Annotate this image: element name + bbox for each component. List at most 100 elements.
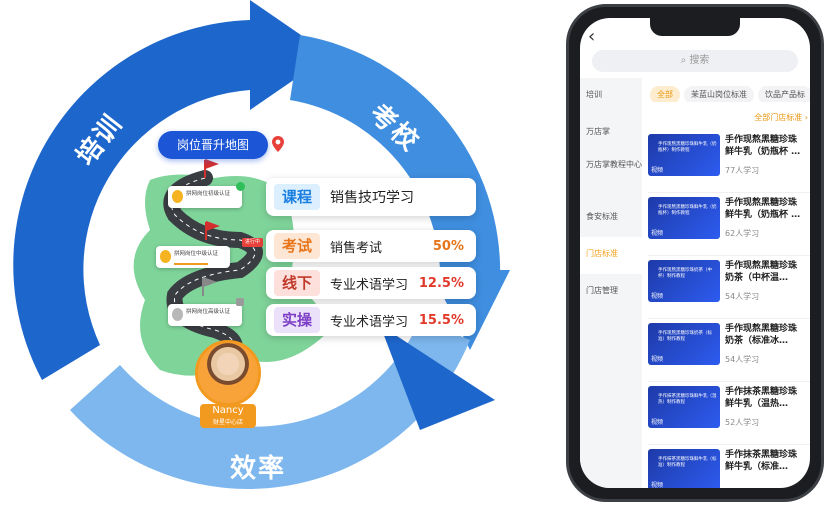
training-arc <box>13 20 250 380</box>
video-thumbnail: 手作现熬黑糖珍珠奶茶（中杯）制作教程视频 <box>648 260 720 302</box>
phone-screen: ‹ ⌕ 搜索 培训 万店掌 万店掌教程中心 食安标准 门店标准 门店管理 全部茉… <box>580 18 810 488</box>
course-title: 手作现熬黑糖珍珠奶茶（标准冰… <box>725 324 798 346</box>
efficiency-arrow-head <box>380 325 495 430</box>
user-name: Nancy <box>212 405 244 416</box>
chevron-left-icon[interactable]: ‹ <box>588 26 596 47</box>
sidebar-item-store-management[interactable]: 门店管理 <box>586 286 618 295</box>
thumbnail-text: 手作现熬黑糖珍珠奶茶（标准）制作教程 <box>658 331 712 342</box>
lock-icon <box>236 298 244 306</box>
course-title: 手作现熬黑糖珍珠鲜牛乳（奶瓶杯 … <box>725 135 801 157</box>
course-tag: 线下 <box>274 270 321 296</box>
list-item[interactable]: 手作抹茶黑糖珍珠鲜牛乳（标准）制作教程视频 手作抹茶黑糖珍珠鲜牛乳（标准… <box>648 445 810 488</box>
course-percent: 12.5% <box>418 275 464 291</box>
sidebar-item-store-standard[interactable]: 门店标准 <box>580 237 642 274</box>
search-icon: ⌕ <box>680 55 690 66</box>
thumbnail-text: 手作现熬黑糖珍珠鲜牛乳（奶瓶杯）制作教程 <box>658 205 717 216</box>
course-title: 手作抹茶黑糖珍珠鲜牛乳（温热… <box>725 387 798 409</box>
user-badge: Nancy 财星中心店 <box>200 404 256 428</box>
tab-all[interactable]: 全部 <box>650 86 680 102</box>
exam-card[interactable]: 考试 销售考试 50% <box>266 230 476 262</box>
video-tag: 视频 <box>651 293 664 300</box>
search-placeholder: 搜索 <box>689 55 710 66</box>
phone-frame: ‹ ⌕ 搜索 培训 万店掌 万店掌教程中心 食安标准 门店标准 门店管理 全部茉… <box>566 4 824 502</box>
filter-tabs: 全部茉蓝山岗位标准饮品产品标 <box>650 82 810 102</box>
video-tag: 视频 <box>651 419 664 426</box>
course-name: 销售技巧学习 <box>330 190 415 206</box>
course-title: 手作现熬黑糖珍珠奶茶（中杯温… <box>725 261 798 283</box>
level-card-junior[interactable]: 拼网岗位初级认证 <box>168 186 242 208</box>
in-progress-badge: 进行中 <box>242 238 264 247</box>
video-thumbnail: 手作抹茶黑糖珍珠鲜牛乳（温热）制作教程视频 <box>648 386 720 428</box>
course-list: 手作现熬黑糖珍珠鲜牛乳（奶瓶杯）制作教程视频 手作现熬黑糖珍珠鲜牛乳（奶瓶杯 …… <box>648 130 810 488</box>
cycle-label-efficiency: 效率 <box>230 454 287 484</box>
learner-count: 77人学习 <box>725 166 760 175</box>
level-label: 拼网岗位高级认证 <box>186 309 231 315</box>
list-item[interactable]: 手作现熬黑糖珍珠鲜牛乳（奶瓶杯）制作教程视频 手作现熬黑糖珍珠鲜牛乳（奶瓶杯 …… <box>648 130 810 193</box>
level-progress-bar <box>174 263 208 265</box>
location-pin-icon <box>272 136 284 152</box>
course-title: 手作抹茶黑糖珍珠鲜牛乳（标准… <box>725 450 798 472</box>
course-card[interactable]: 课程 销售技巧学习 <box>266 178 476 216</box>
course-name: 专业术语学习 <box>330 277 409 293</box>
promotion-map-title[interactable]: 岗位晋升地图 <box>158 131 268 159</box>
course-tag: 实操 <box>274 307 321 333</box>
learner-count: 62人学习 <box>725 229 760 238</box>
efficiency-arc <box>70 320 470 489</box>
all-stores-label: 全部门店标准 <box>754 113 803 122</box>
learner-count: 52人学习 <box>725 418 760 427</box>
medal-icon <box>172 308 183 321</box>
video-tag: 视频 <box>651 356 664 363</box>
list-item[interactable]: 手作抹茶黑糖珍珠鲜牛乳（温热）制作教程视频 手作抹茶黑糖珍珠鲜牛乳（温热… 52… <box>648 382 810 445</box>
list-item[interactable]: 手作现熬黑糖珍珠奶茶（标准）制作教程视频 手作现熬黑糖珍珠奶茶（标准冰… 54人… <box>648 319 810 382</box>
flag-icon <box>205 221 220 240</box>
training-arrow-head <box>250 0 330 110</box>
thumbnail-text: 手作现熬黑糖珍珠奶茶（中杯）制作教程 <box>658 268 712 279</box>
list-item[interactable]: 手作现熬黑糖珍珠奶茶（中杯）制作教程视频 手作现熬黑糖珍珠奶茶（中杯温… 54人… <box>648 256 810 319</box>
level-label: 拼网岗位初级认证 <box>186 191 231 197</box>
check-icon <box>236 182 245 191</box>
video-tag: 视频 <box>651 230 664 237</box>
thumbnail-text: 手作现熬黑糖珍珠鲜牛乳（奶瓶杯）制作教程 <box>658 142 717 153</box>
medal-icon <box>160 250 171 263</box>
chevron-right-icon: › <box>804 113 808 122</box>
user-role: 财星中心店 <box>212 419 243 426</box>
learner-count: 54人学习 <box>725 355 760 364</box>
level-card-intermediate[interactable]: 拼网岗位中级认证 <box>156 246 230 268</box>
course-percent: 15.5% <box>418 312 464 328</box>
medal-icon <box>172 190 183 203</box>
video-thumbnail: 手作抹茶黑糖珍珠鲜牛乳（标准）制作教程视频 <box>648 449 720 488</box>
practice-card[interactable]: 实操 专业术语学习 15.5% <box>266 304 476 336</box>
course-title: 手作现熬黑糖珍珠鲜牛乳（奶瓶杯 … <box>725 198 801 220</box>
sidebar-item-training[interactable]: 培训 <box>586 90 602 99</box>
level-card-senior[interactable]: 拼网岗位高级认证 <box>168 304 242 326</box>
video-tag: 视频 <box>651 482 664 488</box>
video-thumbnail: 手作现熬黑糖珍珠奶茶（标准）制作教程视频 <box>648 323 720 365</box>
video-thumbnail: 手作现熬黑糖珍珠鲜牛乳（奶瓶杯）制作教程视频 <box>648 197 720 239</box>
avatar <box>195 340 261 406</box>
course-name: 销售考试 <box>330 240 383 256</box>
video-thumbnail: 手作现熬黑糖珍珠鲜牛乳（奶瓶杯）制作教程视频 <box>648 134 720 176</box>
search-input[interactable]: ⌕ 搜索 <box>592 50 798 72</box>
sidebar-item-food-safety[interactable]: 食安标准 <box>586 212 618 221</box>
tab-drink-product[interactable]: 饮品产品标 <box>758 86 810 102</box>
course-percent: 50% <box>432 238 464 254</box>
offline-card[interactable]: 线下 专业术语学习 12.5% <box>266 267 476 299</box>
course-tag: 考试 <box>274 233 321 259</box>
sidebar-item-wandianzhang[interactable]: 万店掌 <box>586 127 610 136</box>
thumbnail-text: 手作抹茶黑糖珍珠鲜牛乳（标准）制作教程 <box>658 457 717 468</box>
thumbnail-text: 手作抹茶黑糖珍珠鲜牛乳（温热）制作教程 <box>658 394 717 405</box>
all-stores-link[interactable]: 全部门店标准 › <box>754 112 808 123</box>
learner-count: 54人学习 <box>725 292 760 301</box>
category-sidebar: 培训 万店掌 万店掌教程中心 食安标准 门店标准 门店管理 <box>580 78 642 488</box>
flag-icon <box>204 159 219 178</box>
course-tag: 课程 <box>274 184 321 210</box>
exam-arc <box>290 35 501 285</box>
level-label: 拼网岗位中级认证 <box>174 251 219 257</box>
tab-position-standard[interactable]: 茉蓝山岗位标准 <box>684 86 754 102</box>
phone-notch <box>650 18 740 36</box>
sidebar-item-tutorial-center[interactable]: 万店掌教程中心 <box>586 160 642 169</box>
flag-icon <box>202 277 217 296</box>
course-name: 专业术语学习 <box>330 314 409 330</box>
video-tag: 视频 <box>651 167 664 174</box>
list-item[interactable]: 手作现熬黑糖珍珠鲜牛乳（奶瓶杯）制作教程视频 手作现熬黑糖珍珠鲜牛乳（奶瓶杯 …… <box>648 193 810 256</box>
